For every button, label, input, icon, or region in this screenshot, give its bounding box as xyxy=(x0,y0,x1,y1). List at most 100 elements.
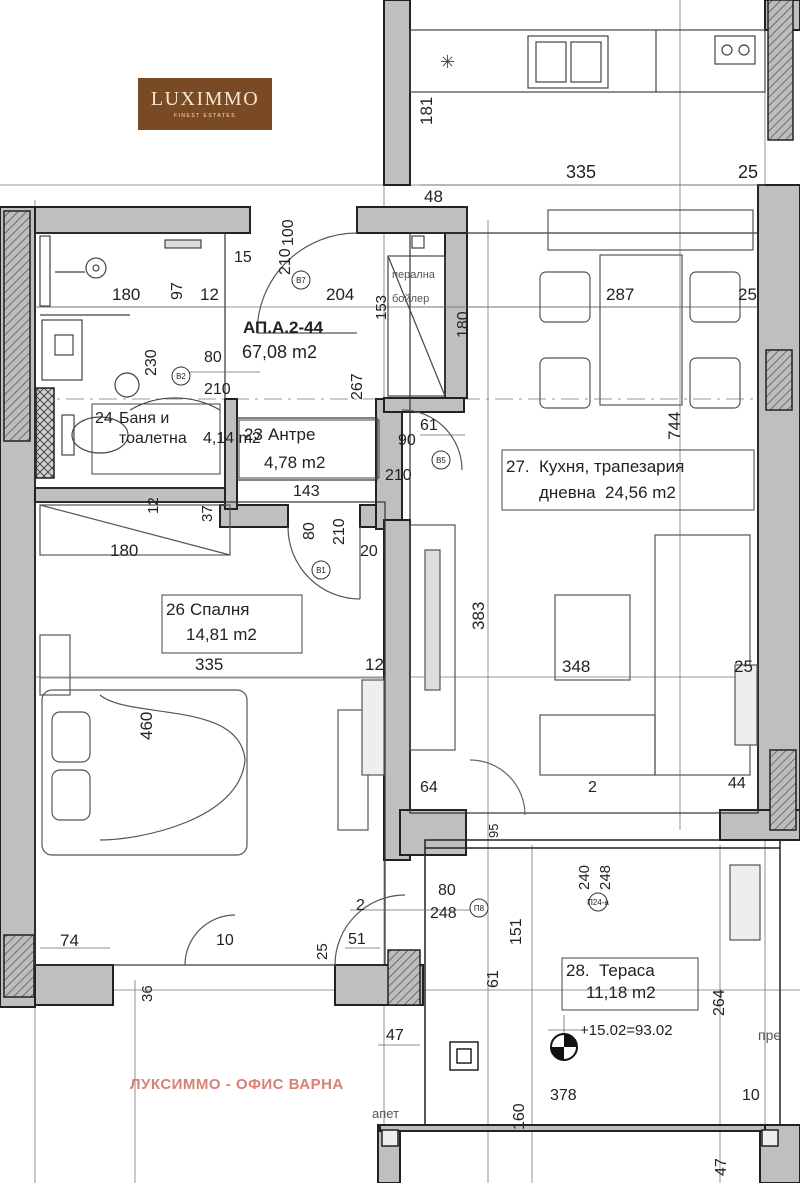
room-2-number: 23 xyxy=(244,425,263,444)
laundry-cabinet xyxy=(387,235,446,397)
dimension-28: 20 xyxy=(360,543,378,560)
terrace-outline xyxy=(381,839,781,1147)
dimension-6: 210 xyxy=(277,248,294,275)
dimension-10: 204 xyxy=(326,285,354,304)
room-3-name: Кухня, трапезария xyxy=(539,457,684,476)
room-3-area: 24,56 m2 xyxy=(605,483,676,502)
dimension-53: 264 xyxy=(711,989,728,1016)
door-tag-3-marker xyxy=(431,450,451,470)
dimension-12: 287 xyxy=(606,285,634,304)
dimension-4: 48 xyxy=(424,187,443,206)
room-1-label-box xyxy=(91,403,221,475)
dimension-54: 47 xyxy=(386,1027,404,1044)
door-tag-4-marker xyxy=(311,560,331,580)
dimension-30: 744 xyxy=(665,412,684,440)
door-tag-1-marker xyxy=(291,270,311,290)
dimension-35: 25 xyxy=(734,657,753,676)
room-outlines xyxy=(34,232,759,966)
dimension-57: 47 xyxy=(713,1158,730,1176)
office-watermark: ЛУКСИММО - ОФИС ВАРНА xyxy=(130,1076,344,1093)
room-4-label-box xyxy=(161,594,303,654)
apartment-id: АП.А.2-44 xyxy=(243,318,324,337)
svg-text:✳: ✳ xyxy=(440,52,455,72)
room-1-area: 4,14 m2 xyxy=(203,430,261,447)
living-room-furniture xyxy=(409,524,758,816)
door-tag-3-label: B5 xyxy=(436,456,446,465)
dimension-41: 80 xyxy=(438,882,456,899)
dimension-51: 36 xyxy=(139,985,156,1002)
dimension-36: 460 xyxy=(137,712,156,740)
dimension-19: 267 xyxy=(349,373,366,400)
dimension-45: 151 xyxy=(508,918,525,945)
dimension-42: 248 xyxy=(430,905,457,922)
dimension-2: 335 xyxy=(566,162,596,182)
dimension-56: 378 xyxy=(550,1087,577,1104)
room-4-number: 26 xyxy=(166,600,185,619)
door-tag-5-label: П8 xyxy=(474,904,485,913)
dimension-58: 10 xyxy=(742,1087,760,1104)
room-5-name: Тераса xyxy=(599,961,655,980)
dimension-23: 143 xyxy=(293,483,320,500)
dimension-5: 100 xyxy=(280,219,297,246)
dimension-40: 95 xyxy=(486,824,501,838)
door-tag-1-label: B7 xyxy=(296,276,306,285)
dimension-29: 180 xyxy=(110,541,138,560)
bathroom-fixtures xyxy=(39,235,221,456)
door-tag-6-marker xyxy=(588,892,608,912)
dimension-48: 51 xyxy=(348,931,366,948)
dimension-44: 248 xyxy=(597,865,614,890)
dimension-24: 37 xyxy=(199,505,216,522)
room-4-area: 14,81 m2 xyxy=(186,625,257,644)
laundry-label-2: бойлер xyxy=(392,293,429,305)
dimension-16: 230 xyxy=(143,349,160,376)
hatched-walls xyxy=(3,0,797,1006)
level-mark: +15.02=93.02 xyxy=(580,1022,673,1039)
dimension-9: 12 xyxy=(200,285,219,304)
room-3-number: 27. xyxy=(506,457,530,476)
dimension-33: 12 xyxy=(365,655,384,674)
dimension-38: 2 xyxy=(588,779,597,796)
dimension-55: 160 xyxy=(511,1103,528,1130)
dimension-21: 61 xyxy=(420,417,438,434)
dimension-37: 64 xyxy=(420,779,438,796)
room-1-name-2: тоалетна xyxy=(119,430,187,447)
kitchen-counter: ✳ xyxy=(409,29,766,93)
dimension-26: 80 xyxy=(301,522,318,540)
dimension-8: 97 xyxy=(169,282,186,300)
door-tag-4-label: B1 xyxy=(316,566,326,575)
dimension-11: 180 xyxy=(112,285,140,304)
logo-text: LUXIMMO xyxy=(150,88,260,110)
dimension-32: 335 xyxy=(195,655,223,674)
dimension-14: 180 xyxy=(455,311,472,338)
laundry-label-1: перална xyxy=(392,269,436,281)
dimension-31: 383 xyxy=(469,602,488,630)
door-tag-2-label: B2 xyxy=(176,372,186,381)
dimension-49: 25 xyxy=(314,943,331,960)
room-5-area: 11,18 m2 xyxy=(586,983,656,1002)
dimension-27: 210 xyxy=(331,518,348,545)
dining-set xyxy=(539,209,754,409)
door-tag-5-marker xyxy=(469,898,489,918)
door-swings xyxy=(184,232,463,966)
level-marker-icon xyxy=(449,864,761,1071)
room-5-label-box xyxy=(561,957,699,1011)
brand-logo: LUXIMMO FINEST ESTATES xyxy=(138,78,272,130)
dimension-7: 15 xyxy=(234,249,252,266)
logo-tagline: FINEST ESTATES xyxy=(173,113,237,119)
door-tag-2-marker xyxy=(171,366,191,386)
dimension-15: 153 xyxy=(373,295,390,320)
room-1-number: 24 xyxy=(95,410,113,427)
dimension-34: 348 xyxy=(562,657,590,676)
door-tag-6-label: П24-а xyxy=(587,898,609,907)
dimension-43: 240 xyxy=(576,865,593,890)
dimension-47: 10 xyxy=(216,932,234,949)
dimension-3: 25 xyxy=(738,162,758,182)
dimension-13: 25 xyxy=(738,285,757,304)
dimension-52: 61 xyxy=(485,970,502,988)
room-5-number: 28. xyxy=(566,961,590,980)
parapet-label: апет xyxy=(372,1106,399,1121)
dimension-20: 90 xyxy=(398,432,416,449)
dimension-46: 2 xyxy=(356,897,365,914)
